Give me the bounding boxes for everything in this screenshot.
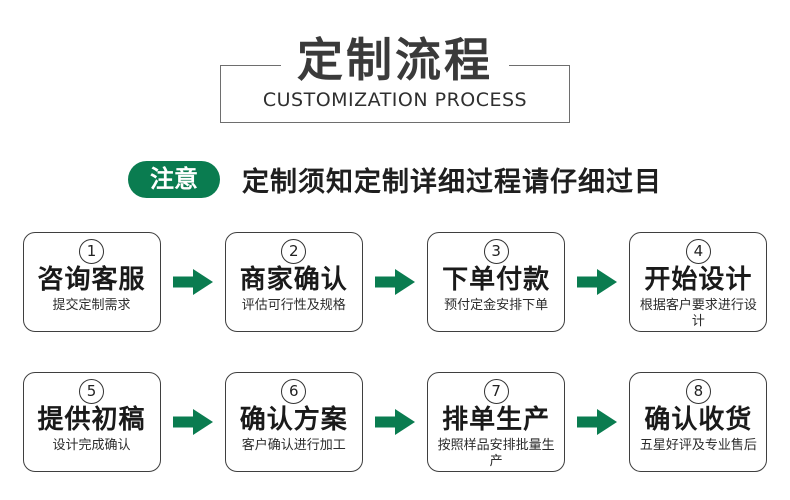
step-box-3: 3 下单付款 预付定金安排下单 — [427, 232, 566, 332]
step-number-badge: 5 — [79, 379, 104, 404]
step-title: 咨询客服 — [37, 265, 146, 295]
step-title: 提供初稿 — [37, 405, 146, 435]
right-arrow-icon — [172, 269, 213, 295]
step-description: 五星好评及专业售后 — [639, 437, 757, 453]
step-description: 根据客户要求进行设计 — [639, 297, 757, 330]
step-box-1: 1 咨询客服 提交定制需求 — [22, 232, 161, 332]
right-arrow-icon — [374, 409, 415, 435]
title-frame: 定制流程 CUSTOMIZATION PROCESS — [220, 33, 570, 123]
step-box-7: 7 排单生产 按照样品安排批量生产 — [427, 372, 566, 472]
right-arrow-icon — [577, 269, 618, 295]
notice-row: 注意 定制须知定制详细过程请仔细过目 — [0, 160, 790, 199]
step-title: 确认方案 — [239, 405, 348, 435]
step-number-badge: 7 — [483, 379, 509, 404]
flow-row-2: 5 提供初稿 设计完成确认 6 确认方案 客户确认进行加工 7 排单生产 按照样… — [22, 372, 768, 472]
step-description: 客户确认进行加工 — [241, 437, 346, 453]
page-subtitle: CUSTOMIZATION PROCESS — [262, 89, 528, 111]
step-box-8: 8 确认收货 五星好评及专业售后 — [629, 372, 768, 472]
step-title: 下单付款 — [442, 265, 551, 295]
step-title: 确认收货 — [644, 405, 753, 435]
step-number-badge: 8 — [685, 379, 711, 404]
step-box-5: 5 提供初稿 设计完成确认 — [22, 372, 161, 472]
step-title: 开始设计 — [644, 265, 753, 295]
right-arrow-icon — [577, 409, 618, 435]
right-arrow-icon — [172, 409, 213, 435]
step-number-badge: 2 — [281, 239, 307, 264]
step-box-4: 4 开始设计 根据客户要求进行设计 — [629, 232, 768, 332]
step-number-badge: 4 — [685, 239, 711, 264]
notice-text: 定制须知定制详细过程请仔细过目 — [242, 167, 662, 198]
right-arrow-icon — [374, 269, 415, 295]
step-box-6: 6 确认方案 客户确认进行加工 — [224, 372, 363, 472]
step-description: 提交定制需求 — [52, 297, 131, 313]
flow-row-1: 1 咨询客服 提交定制需求 2 商家确认 评估可行性及规格 3 下单付款 预付定… — [22, 232, 768, 332]
step-description: 设计完成确认 — [52, 437, 131, 453]
step-number-badge: 3 — [483, 239, 509, 264]
step-number-badge: 1 — [79, 239, 104, 264]
step-description: 评估可行性及规格 — [241, 297, 346, 313]
step-title: 商家确认 — [239, 265, 348, 295]
notice-badge: 注意 — [128, 161, 220, 198]
page-title: 定制流程 — [281, 33, 509, 87]
step-box-2: 2 商家确认 评估可行性及规格 — [224, 232, 363, 332]
step-title: 排单生产 — [442, 405, 551, 435]
step-description: 预付定金安排下单 — [444, 297, 549, 313]
step-number-badge: 6 — [281, 379, 307, 404]
step-description: 按照样品安排批量生产 — [437, 437, 555, 470]
